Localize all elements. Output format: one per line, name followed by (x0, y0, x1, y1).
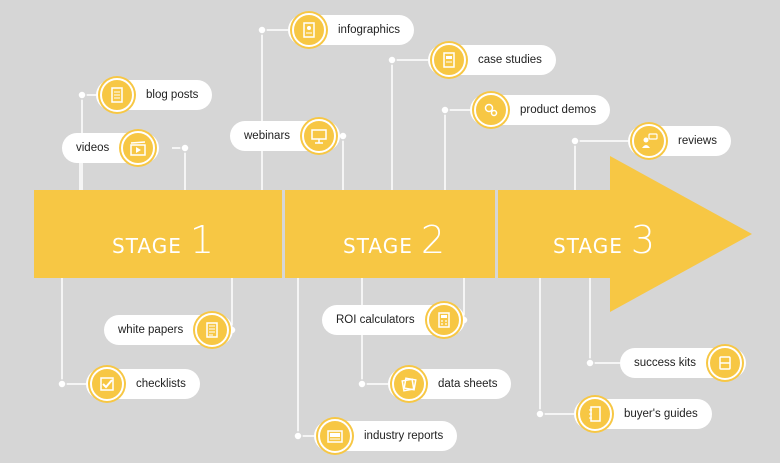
stage-2-segment (285, 190, 495, 278)
stacked-sheets-icon (392, 367, 426, 401)
item-blog-posts: blog posts (96, 78, 213, 112)
person-speech-icon (632, 124, 666, 158)
case-file-icon (432, 43, 466, 77)
stage-3-label: STAGE 3 (553, 218, 656, 262)
presentation-screen-icon (302, 119, 337, 153)
item-product-demos: product demos (470, 93, 611, 127)
item-videos: videos (62, 131, 160, 165)
item-label: industry reports (364, 430, 444, 442)
stage-1-segment (34, 190, 282, 278)
item-label: infographics (338, 24, 401, 36)
item-label: videos (76, 142, 110, 154)
handshake-icon (708, 346, 742, 380)
document-icon (100, 78, 134, 112)
item-roi-calculators: ROI calculators (322, 303, 465, 337)
item-label: blog posts (146, 89, 199, 101)
item-checklists: checklists (86, 367, 200, 401)
infographic-icon (292, 13, 326, 47)
item-reviews: reviews (628, 124, 731, 158)
stage-word: STAGE (343, 234, 413, 258)
item-label: white papers (118, 324, 184, 336)
factory-icon (318, 419, 352, 453)
stage-number: 1 (189, 218, 216, 262)
stage-number: 3 (630, 218, 657, 262)
stage-3-segment (498, 190, 612, 278)
stage-1-label: STAGE 1 (112, 218, 215, 262)
item-label: checklists (136, 378, 186, 390)
calculator-icon (426, 303, 461, 337)
item-label: case studies (478, 54, 542, 66)
item-success-kits: success kits (620, 346, 746, 380)
item-buyers-guides: buyer's guides (574, 397, 712, 431)
item-white-papers: white papers (104, 313, 234, 347)
stage-2-label: STAGE 2 (343, 218, 446, 262)
checkbox-icon (90, 367, 124, 401)
stage-word: STAGE (553, 234, 623, 258)
item-case-studies: case studies (428, 43, 556, 77)
item-industry-reports: industry reports (314, 419, 458, 453)
papers-icon (195, 313, 230, 347)
item-label: data sheets (438, 378, 498, 390)
item-label: product demos (520, 104, 597, 116)
item-label: buyer's guides (624, 408, 698, 420)
item-webinars: webinars (230, 119, 341, 153)
stage-word: STAGE (112, 234, 182, 258)
item-label: success kits (634, 357, 696, 369)
item-label: ROI calculators (336, 314, 415, 326)
item-data-sheets: data sheets (388, 367, 512, 401)
stage-number: 2 (420, 218, 447, 262)
notebook-icon (578, 397, 612, 431)
video-clapper-icon (121, 131, 156, 165)
gears-icon (474, 93, 508, 127)
item-label: webinars (244, 130, 291, 142)
item-infographics: infographics (288, 13, 415, 47)
item-label: reviews (678, 135, 717, 147)
arrow-head (610, 156, 752, 312)
